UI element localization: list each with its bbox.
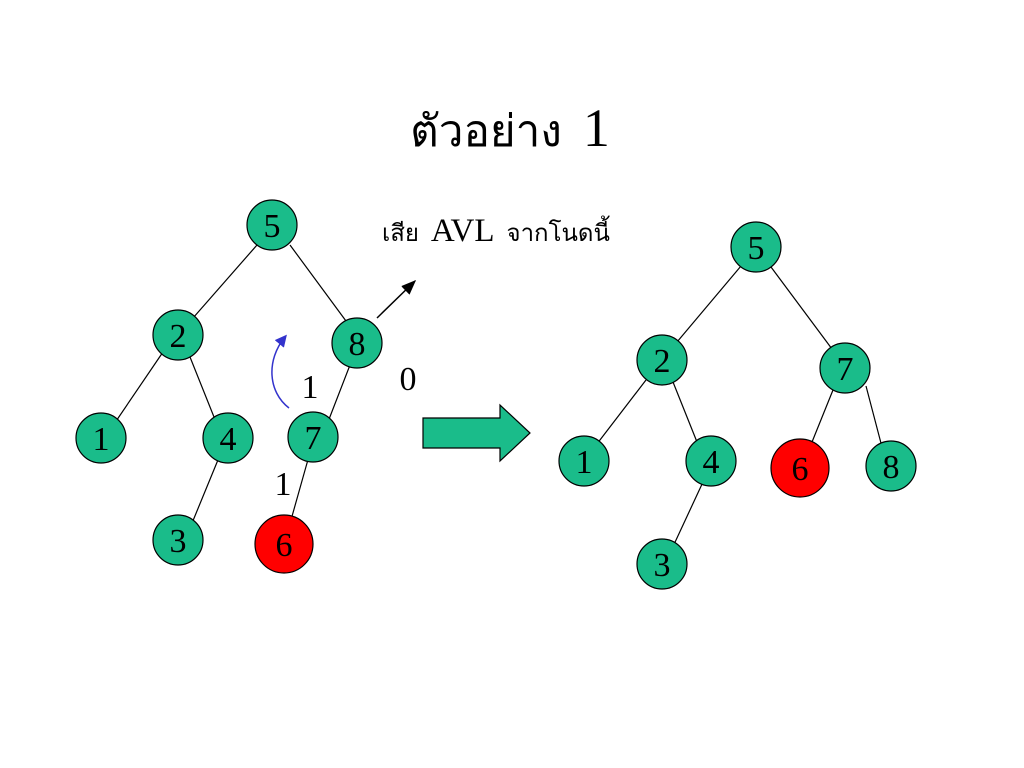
node-circle (287, 411, 339, 463)
node-label: 7 (305, 420, 322, 457)
balance-label: 0 (400, 361, 417, 398)
tree-edge (289, 244, 347, 322)
tree-node: 4 (685, 435, 737, 487)
tree-edge (669, 481, 704, 554)
tree-node: 7 (819, 342, 871, 394)
tree-node: 7 (287, 411, 339, 463)
tree-node: 8 (331, 317, 383, 369)
node-circle (152, 514, 204, 566)
tree-after: 5 2 7 1 4 6 8 (558, 221, 917, 590)
node-label: 4 (703, 444, 720, 481)
node-circle (819, 342, 871, 394)
node-label: 1 (93, 421, 110, 458)
node-label: 1 (576, 444, 593, 481)
tree-edge (189, 454, 221, 529)
tree-node: 6 (254, 514, 314, 574)
node-label: 2 (654, 343, 671, 380)
tree-node: 5 (246, 199, 298, 251)
node-circle (865, 440, 917, 492)
node-circle (246, 199, 298, 251)
node-label: 6 (276, 527, 293, 564)
node-label: 8 (883, 449, 900, 486)
tree-edge (189, 356, 219, 428)
node-circle (75, 412, 127, 464)
tree-node: 3 (636, 538, 688, 590)
tree-node: 2 (152, 309, 204, 361)
node-label: 5 (748, 230, 765, 267)
tree-node: 1 (558, 435, 610, 487)
tree-node: 1 (75, 412, 127, 464)
node-circle (152, 309, 204, 361)
node-label: 8 (349, 326, 366, 363)
tree-before: 5 2 8 1 4 7 3 (75, 199, 417, 574)
node-circle (202, 412, 254, 464)
tree-edge (770, 266, 833, 350)
node-label: 2 (170, 318, 187, 355)
tree-node: 8 (865, 440, 917, 492)
node-label: 6 (792, 451, 809, 488)
node-label: 4 (220, 421, 237, 458)
node-label: 5 (264, 208, 281, 245)
node-label: 3 (170, 523, 187, 560)
node-label: 7 (837, 351, 854, 388)
node-circle (636, 334, 688, 386)
imbalance-annotation: เสีย AVL จากโนดนี้ (382, 213, 610, 249)
node-circle (254, 514, 314, 574)
node-circle (685, 435, 737, 487)
tree-node: 2 (636, 334, 688, 386)
tree-edge (192, 244, 258, 319)
annotation-before: เสีย (382, 220, 419, 247)
tree-node: 4 (202, 412, 254, 464)
annotation-after: จากโนดนี้ (507, 215, 611, 247)
slide-title-text: ตัวอย่าง (410, 107, 562, 156)
slide-title: ตัวอย่าง 1 (410, 98, 610, 158)
balance-label: 1 (302, 369, 319, 406)
node-circle (331, 317, 383, 369)
tree-edge (288, 455, 310, 528)
node-circle (770, 438, 830, 498)
balance-label: 1 (275, 466, 292, 503)
tree-edge (865, 385, 883, 448)
annotation-avl: AVL (431, 213, 495, 249)
right-arrow-icon (422, 403, 531, 463)
tree-node: 3 (152, 514, 204, 566)
node-label: 3 (654, 547, 671, 584)
tree-edge (676, 265, 742, 343)
tree-node: 6 (770, 438, 830, 498)
node-circle (730, 221, 782, 273)
tree-edge (325, 364, 351, 428)
node-circle (558, 435, 610, 487)
rotation-direction-arrow (271, 334, 290, 409)
tree-edge (109, 351, 164, 431)
tree-node: 5 (730, 221, 782, 273)
slide-title-number: 1 (583, 98, 610, 158)
node-circle (636, 538, 688, 590)
annotation-pointer-arrow (376, 279, 417, 319)
tree-edge (809, 389, 834, 448)
